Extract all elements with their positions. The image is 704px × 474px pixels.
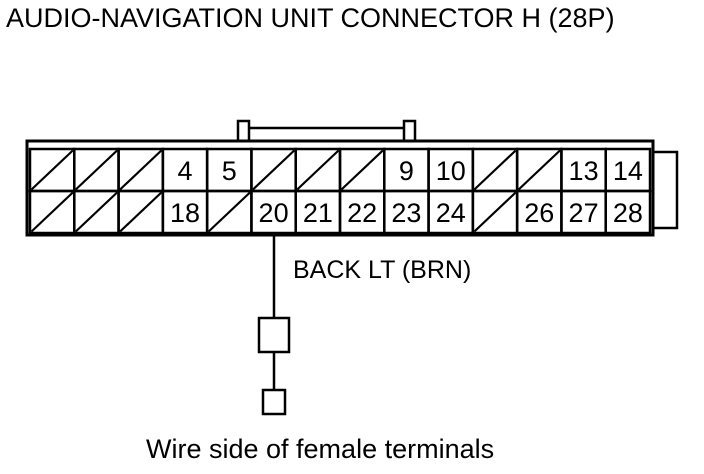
- pin-number: 24: [436, 198, 466, 228]
- hatch-line: [75, 191, 118, 233]
- hatch-line: [340, 149, 384, 191]
- caption: Wire side of female terminals: [146, 434, 495, 464]
- hatch-line: [119, 191, 163, 233]
- pin-number: 18: [170, 198, 200, 228]
- pin-number: 10: [436, 156, 466, 186]
- pin-number: 20: [259, 198, 289, 228]
- pin-number: 21: [303, 198, 333, 228]
- pin-number: 14: [613, 156, 643, 186]
- hatch-line: [517, 149, 561, 191]
- hatch-line: [30, 149, 74, 191]
- pin-number: 22: [347, 198, 377, 228]
- hatch-line: [296, 149, 340, 191]
- connector-cell: [604, 189, 652, 235]
- hatch-line: [207, 191, 251, 233]
- connector-key-tab: [651, 150, 679, 230]
- hatch-line: [473, 149, 517, 191]
- latch-right-tab: [402, 119, 417, 143]
- terminal-symbol-large: [257, 316, 291, 354]
- pin-number: 23: [391, 198, 421, 228]
- diagram-title: AUDIO-NAVIGATION UNIT CONNECTOR H (28P): [6, 3, 615, 33]
- pin-number: 28: [613, 198, 643, 228]
- hatch-line: [473, 191, 517, 233]
- pin-number: 13: [569, 156, 599, 186]
- hatch-line: [75, 149, 118, 191]
- hatch-line: [252, 149, 295, 191]
- latch-left-tab: [236, 119, 251, 143]
- wire-label: BACK LT (BRN): [293, 256, 472, 284]
- terminal-symbol-small: [261, 388, 287, 416]
- hatch-line: [30, 191, 74, 233]
- pin-number: 26: [524, 198, 554, 228]
- pin-number: 4: [177, 156, 192, 186]
- pin-number: 5: [222, 156, 237, 186]
- hatch-line: [119, 149, 163, 191]
- pin-number: 27: [569, 198, 599, 228]
- pin-number: 9: [399, 156, 414, 186]
